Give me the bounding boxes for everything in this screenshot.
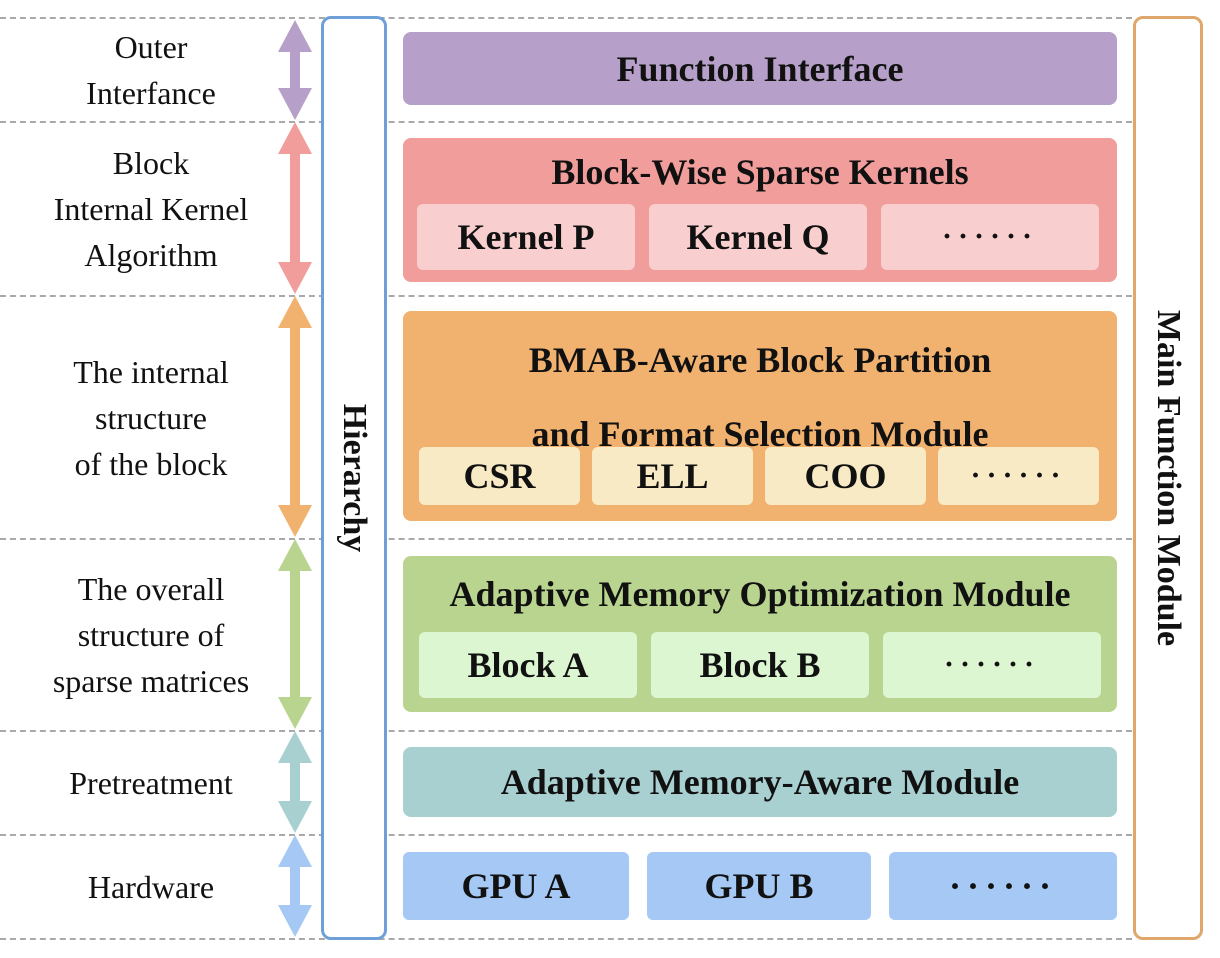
kernel-q-chip: Kernel Q (649, 204, 867, 270)
kernel-row: Kernel P Kernel Q ······ (403, 204, 1117, 270)
format-row: CSR ELL COO ······ (403, 447, 1117, 505)
gpu-a-box: GPU A (403, 852, 629, 920)
divider-5 (0, 834, 1132, 836)
layer-label-matrix-structure: The overall structure of sparse matrices (22, 540, 280, 730)
divider-bottom (0, 938, 1132, 940)
divider-top (0, 17, 1132, 19)
gpu-more-box: ······ (889, 852, 1117, 920)
format-more-chip: ······ (938, 447, 1099, 505)
layer-label-line: The overall (77, 571, 225, 607)
memory-aware-title: Adaptive Memory-Aware Module (500, 762, 1020, 802)
layer-label-line: structure of (77, 617, 225, 653)
hierarchy-box: Hierarchy (321, 16, 387, 940)
double-arrow-matrix-structure (278, 539, 312, 729)
layer-label-line: Block (112, 145, 190, 181)
double-arrow-pretreatment (278, 731, 312, 833)
gpu-row: GPU A GPU B ······ (403, 852, 1117, 920)
main-function-module-label: Main Function Module (1150, 309, 1187, 647)
gpu-b-box: GPU B (647, 852, 871, 920)
layer-label-hardware: Hardware (22, 836, 280, 938)
double-arrow-hardware (278, 835, 312, 937)
block-a-chip: Block A (419, 632, 637, 698)
memory-optimization-title: Adaptive Memory Optimization Module (449, 574, 1071, 614)
csr-chip: CSR (419, 447, 580, 505)
sparse-kernels-title: Block-Wise Sparse Kernels (551, 152, 969, 192)
layer-label-line: The internal (73, 353, 229, 390)
layer-label-line: Hardware (87, 869, 215, 905)
layer-label-line: Interfance (86, 75, 216, 111)
memory-optimization-panel: Adaptive Memory Optimization Module Bloc… (403, 556, 1117, 712)
double-arrow-block-structure (278, 296, 312, 537)
layer-label-line: Pretreatment (69, 765, 233, 801)
main-function-module-box: Main Function Module (1133, 16, 1203, 940)
divider-1 (0, 121, 1132, 123)
layer-label-line: of the block (74, 445, 228, 482)
divider-3 (0, 538, 1132, 540)
block-more-chip: ······ (883, 632, 1101, 698)
layer-label-line: Outer (114, 29, 188, 65)
layer-label-kernel-algorithm: Block Internal Kernel Algorithm (22, 123, 280, 295)
double-arrow-outer-interface (278, 20, 312, 120)
kernel-p-chip: Kernel P (417, 204, 635, 270)
block-partition-title-line-1: BMAB-Aware Block Partition (528, 340, 992, 380)
function-interface-title: Function Interface (616, 48, 904, 89)
layer-label-line: Algorithm (84, 237, 218, 273)
double-arrow-kernel-algorithm (278, 122, 312, 294)
coo-chip: COO (765, 447, 926, 505)
layer-label-line: structure (95, 399, 207, 436)
layer-label-outer-interface: Outer Interfance (22, 19, 280, 121)
layer-label-block-structure: The internal structure of the block (22, 297, 280, 538)
ell-chip: ELL (592, 447, 753, 505)
sparse-kernels-panel: Block-Wise Sparse Kernels Kernel P Kerne… (403, 138, 1117, 282)
layer-label-line: Internal Kernel (53, 191, 249, 227)
layer-label-pretreatment: Pretreatment (22, 732, 280, 834)
block-row: Block A Block B ······ (403, 632, 1117, 698)
memory-aware-panel: Adaptive Memory-Aware Module (403, 747, 1117, 817)
divider-4 (0, 730, 1132, 732)
divider-2 (0, 295, 1132, 297)
kernel-more-chip: ······ (881, 204, 1099, 270)
block-b-chip: Block B (651, 632, 869, 698)
function-interface-panel: Function Interface (403, 32, 1117, 105)
layer-label-line: sparse matrices (52, 663, 250, 699)
block-partition-panel: BMAB-Aware Block Partition and Format Se… (403, 311, 1117, 521)
hierarchy-label: Hierarchy (336, 403, 373, 553)
